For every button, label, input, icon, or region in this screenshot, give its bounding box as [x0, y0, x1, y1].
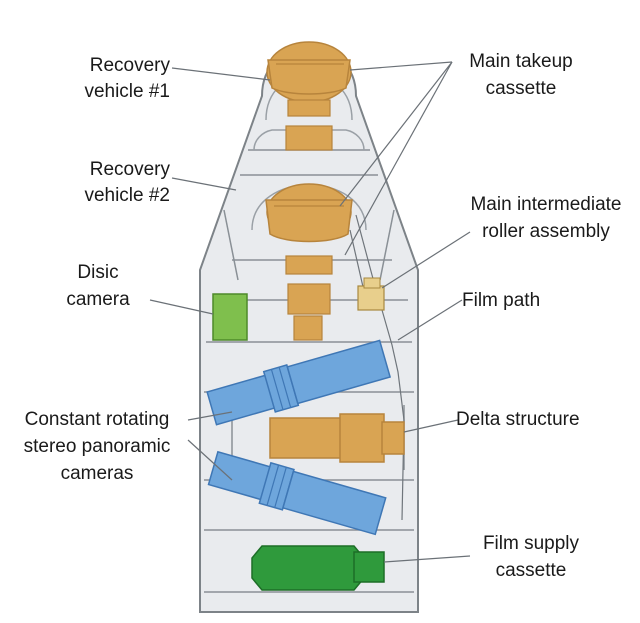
- label-delta-structure: Delta structure: [456, 409, 580, 430]
- label-recovery-vehicle-1-line2: vehicle #1: [84, 81, 170, 102]
- takeup-cassette-2: [265, 199, 353, 243]
- label-constant-rotating-cameras: Constant rotating stereo panoramic camer…: [24, 409, 171, 484]
- label-film-supply-line1: Film supply: [483, 533, 580, 554]
- label-main-takeup-cassette: Main takeup cassette: [469, 51, 573, 99]
- label-film-path: Film path: [462, 290, 540, 311]
- label-disic-camera-line1: Disic: [77, 262, 118, 283]
- label-film-supply-cassette: Film supply cassette: [483, 533, 580, 581]
- rv2-mount: [285, 255, 333, 275]
- recovery-vehicle-1: [266, 41, 352, 151]
- recovery-vehicle-2: [265, 183, 353, 341]
- rv2-base: [287, 283, 331, 315]
- film-supply-cassette: [251, 545, 385, 591]
- label-disic-camera: Disic camera: [66, 262, 130, 310]
- label-recovery-vehicle-1-line1: Recovery: [90, 55, 171, 76]
- rv1-base: [285, 125, 333, 151]
- label-film-supply-line2: cassette: [496, 560, 567, 581]
- label-cameras-line3: cameras: [61, 463, 134, 484]
- main-intermediate-roller: [357, 277, 385, 311]
- label-film-path-line1: Film path: [462, 290, 540, 311]
- label-main-intermediate-roller: Main intermediate roller assembly: [470, 194, 621, 242]
- label-recovery-vehicle-1: Recovery vehicle #1: [84, 55, 170, 102]
- label-delta-structure-line1: Delta structure: [456, 409, 580, 430]
- leader-lines: [149, 61, 471, 563]
- label-recovery-vehicle-2-line2: vehicle #2: [84, 185, 170, 206]
- rv2-lens: [293, 315, 323, 341]
- disic-camera: [212, 293, 248, 341]
- label-main-takeup-line1: Main takeup: [469, 51, 573, 72]
- label-disic-camera-line2: camera: [66, 289, 130, 310]
- label-main-takeup-line2: cassette: [486, 78, 557, 99]
- label-cameras-line2: stereo panoramic: [24, 436, 171, 457]
- label-roller-line1: Main intermediate: [470, 194, 621, 215]
- rv1-mount: [287, 99, 331, 117]
- takeup-cassette-1: [267, 59, 351, 95]
- label-cameras-line1: Constant rotating: [25, 409, 170, 430]
- label-recovery-vehicle-2-line1: Recovery: [90, 159, 171, 180]
- panoramic-camera-upper: [206, 339, 392, 426]
- delta-structure: [269, 413, 405, 463]
- label-recovery-vehicle-2: Recovery vehicle #2: [84, 159, 170, 206]
- label-roller-line2: roller assembly: [482, 221, 610, 242]
- panoramic-camera-lower: [207, 450, 387, 536]
